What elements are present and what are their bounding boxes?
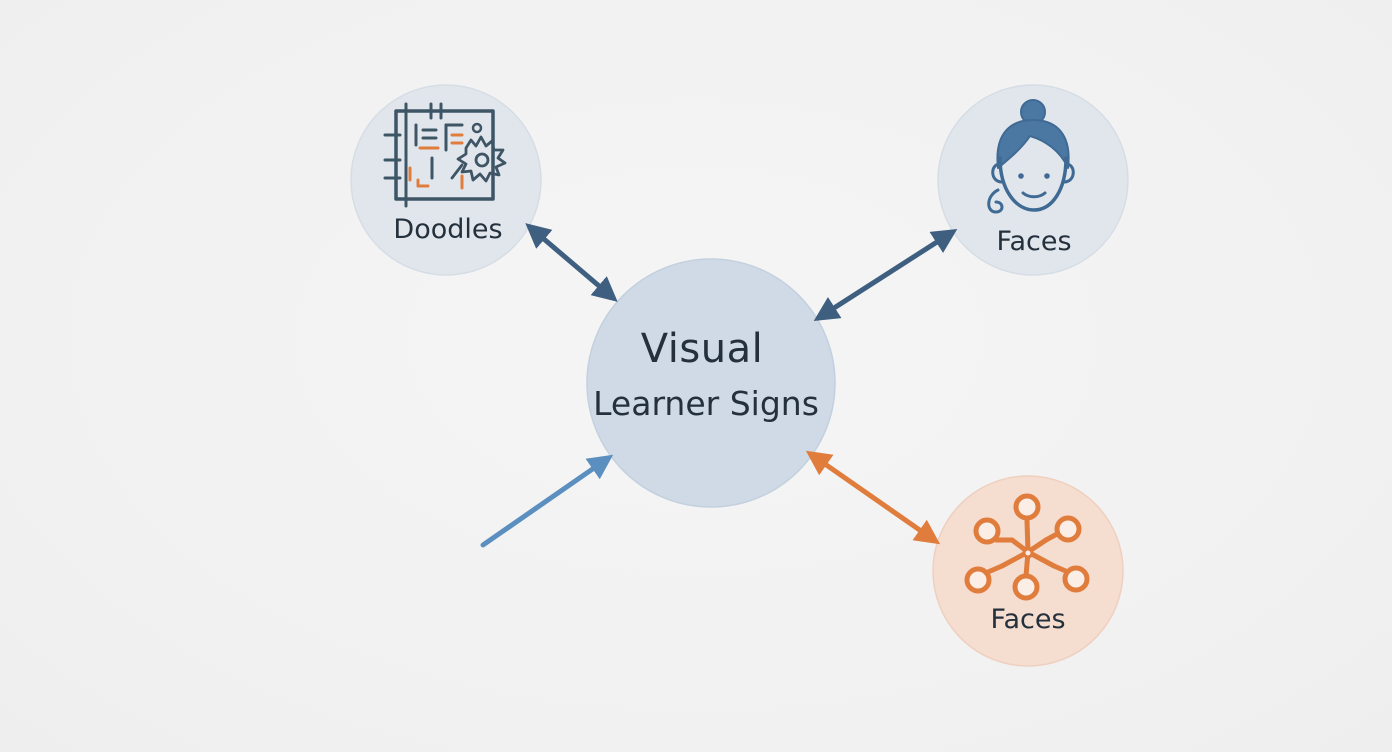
faces-top-label: Faces [996, 226, 1072, 257]
center-title-line1: Visual [640, 326, 764, 372]
sketch-blueprint-icon [383, 102, 507, 208]
incoming-arrow [480, 454, 614, 548]
doodles-connector-arrow [525, 223, 618, 302]
doodles-node [350, 84, 542, 276]
faces-bottom-label: Faces [990, 604, 1066, 635]
center-node [586, 258, 836, 508]
faces-top-node [937, 84, 1129, 276]
network-hub-icon [964, 493, 1090, 601]
woman-face-icon [987, 99, 1075, 214]
faces-top-connector-arrow [813, 228, 958, 322]
center-title-line2: Learner Signs [593, 384, 819, 423]
faces-bottom-connector-arrow [805, 450, 941, 545]
doodles-label: Doodles [393, 214, 503, 245]
